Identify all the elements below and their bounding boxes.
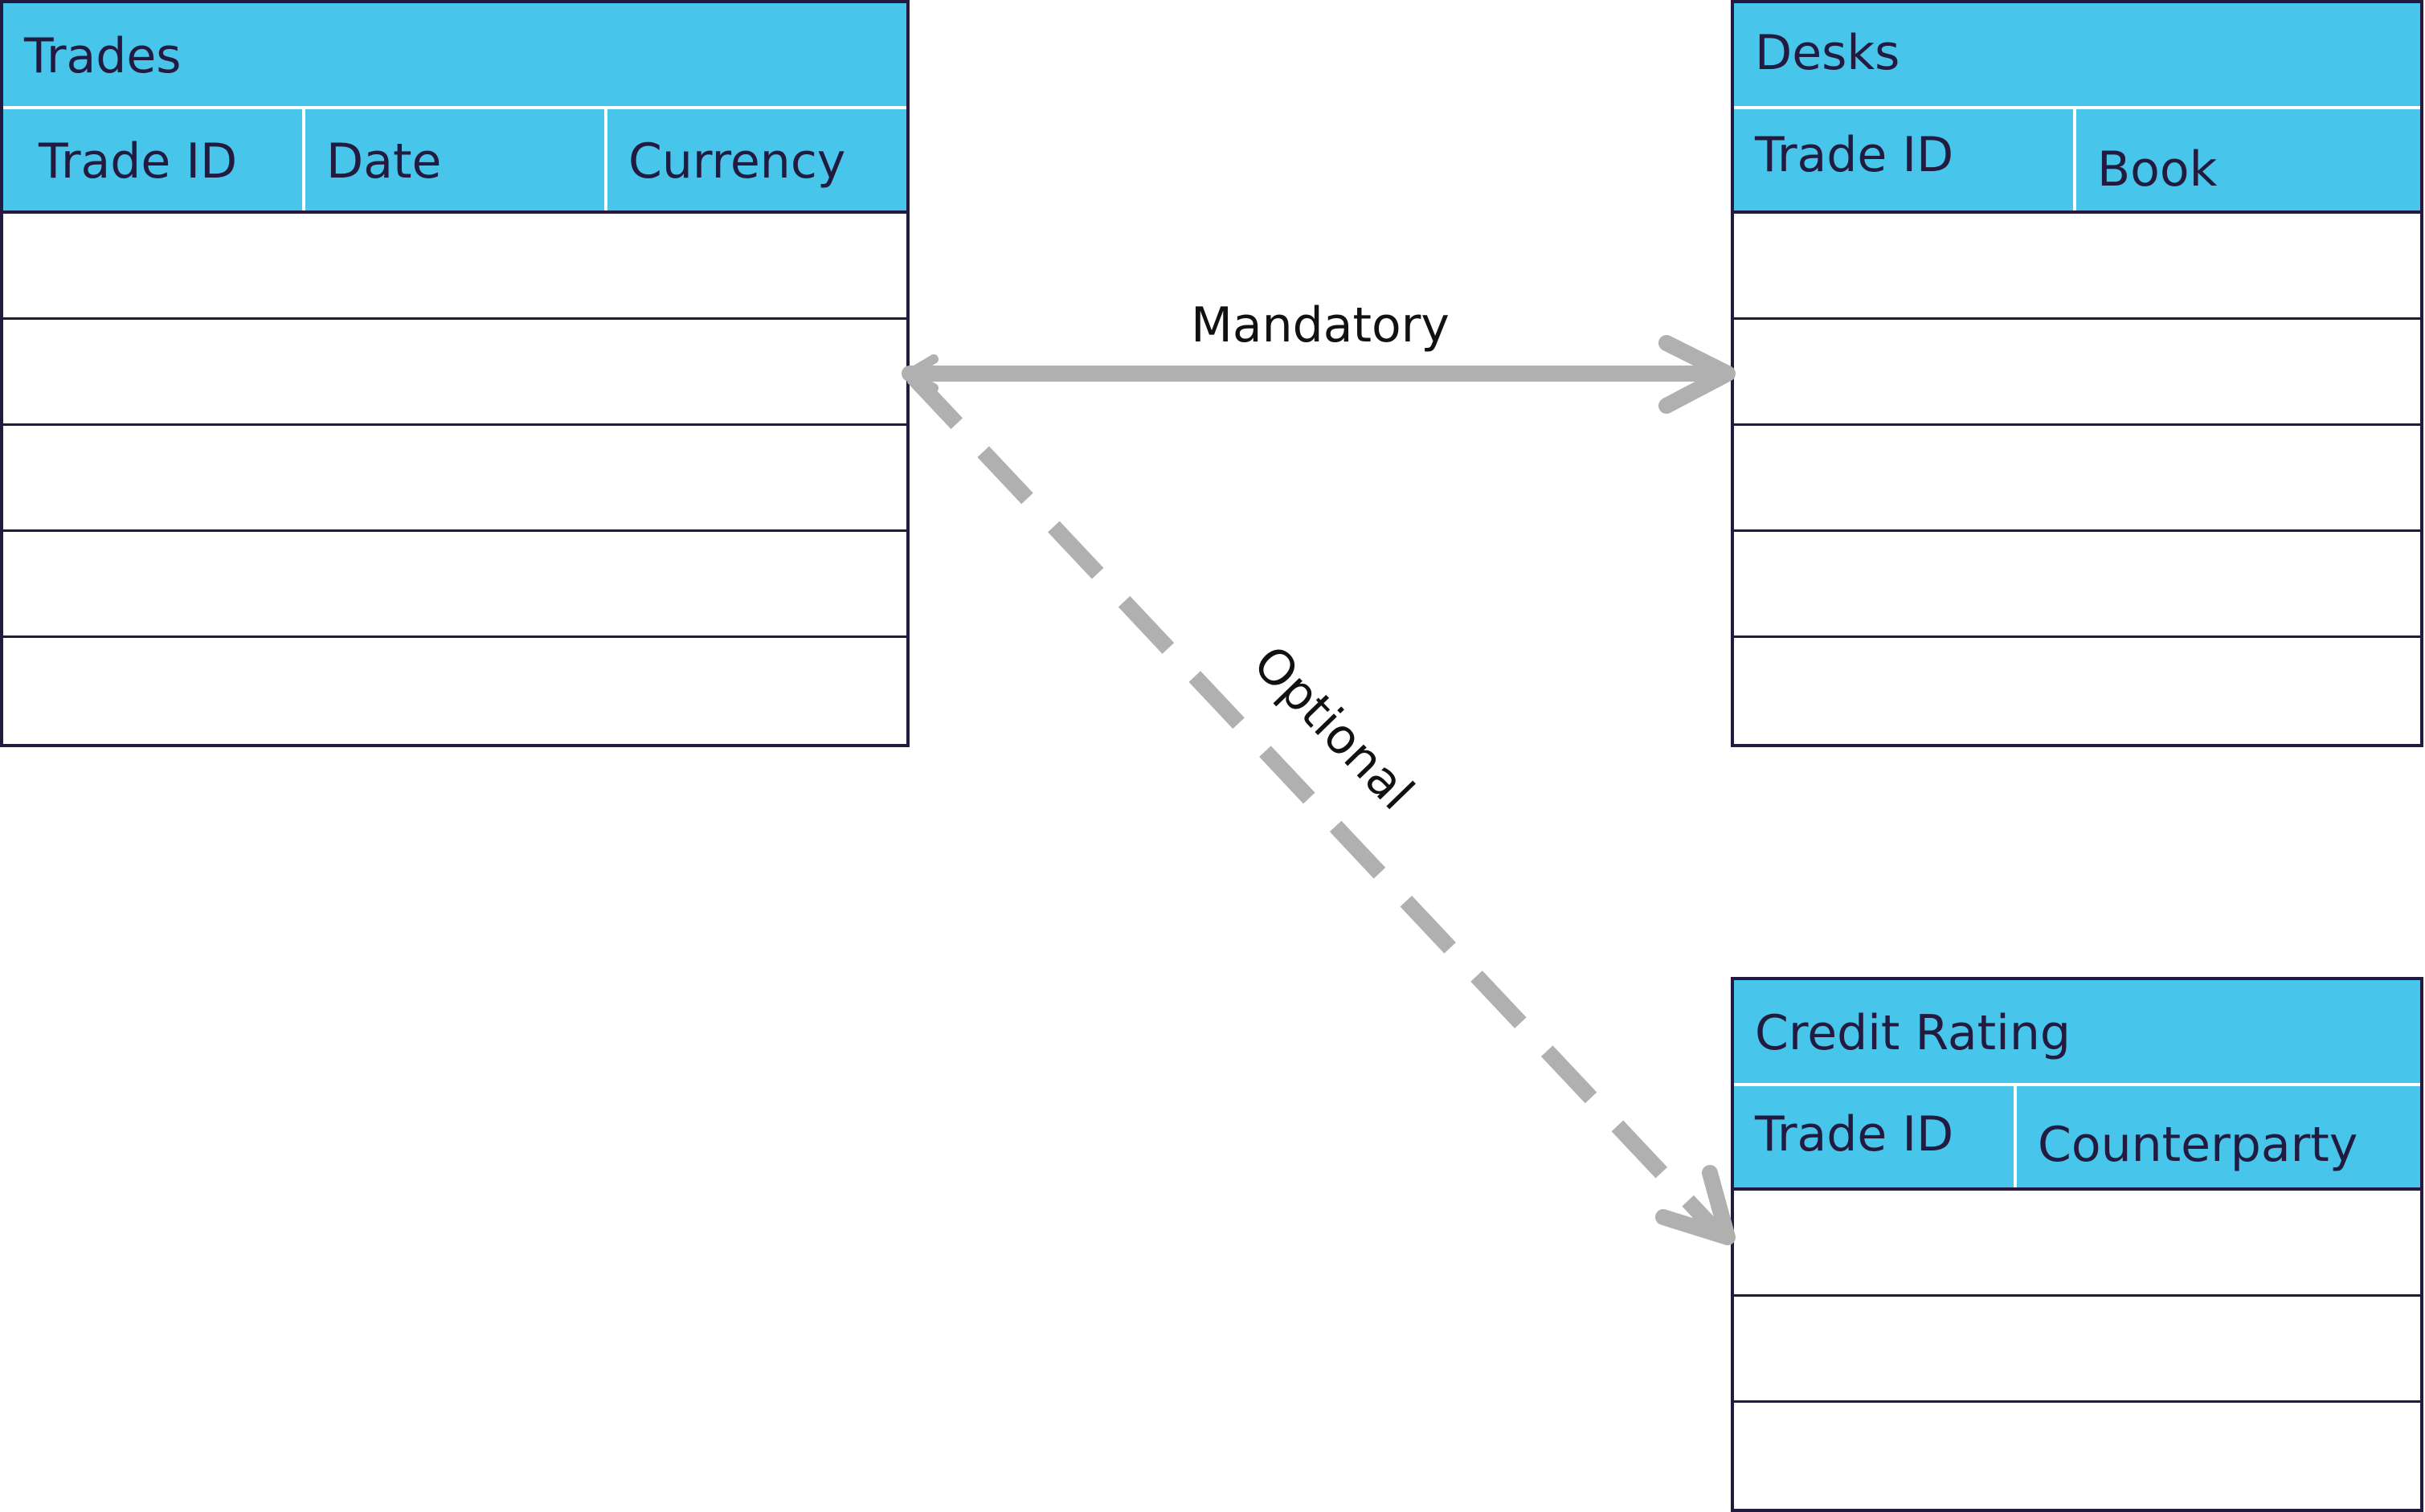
trades-table: Trades Trade ID Date Currency	[0, 0, 910, 747]
trades-row	[3, 532, 906, 638]
optional-link: Optional	[906, 371, 1736, 1245]
credit-rating-table-title: Credit Rating	[1734, 980, 2420, 1086]
desks-row	[1734, 532, 2420, 638]
credit-rating-column-counterparty: Counterparty	[2038, 1117, 2358, 1173]
mandatory-link: Mandatory	[902, 297, 1736, 414]
credit-rating-table: Credit Rating Trade ID Counterparty	[1731, 977, 2423, 1512]
trades-column-date: Date	[305, 109, 607, 210]
trades-row	[3, 320, 906, 426]
trades-column-currency: Currency	[628, 133, 846, 190]
trades-row	[3, 426, 906, 532]
trades-table-title: Trades	[3, 3, 906, 109]
desks-table: Desks Trade ID Book	[1731, 0, 2423, 747]
optional-label: Optional	[1242, 635, 1425, 821]
trades-row	[3, 214, 906, 320]
credit-rating-row	[1734, 1297, 2420, 1403]
trades-column-trade-id: Trade ID	[3, 109, 305, 210]
optional-arrow-head	[1655, 1165, 1736, 1245]
trades-header-row: Trade ID Date Currency	[3, 109, 906, 214]
optional-arrow-line	[906, 371, 1720, 1233]
desks-row	[1734, 426, 2420, 532]
mandatory-label: Mandatory	[1191, 297, 1450, 353]
credit-rating-row	[1734, 1191, 2420, 1297]
desks-column-trade-id: Trade ID	[1734, 109, 2076, 210]
desks-header-row: Trade ID Book	[1734, 109, 2420, 214]
desks-row	[1734, 320, 2420, 426]
desks-table-title: Desks	[1734, 3, 2420, 109]
credit-rating-column-trade-id: Trade ID	[1734, 1086, 2017, 1187]
credit-rating-header-row: Trade ID Counterparty	[1734, 1086, 2420, 1191]
mandatory-arrow-head-right	[1658, 335, 1736, 414]
desks-column-book: Book	[2097, 141, 2218, 198]
desks-row	[1734, 214, 2420, 320]
